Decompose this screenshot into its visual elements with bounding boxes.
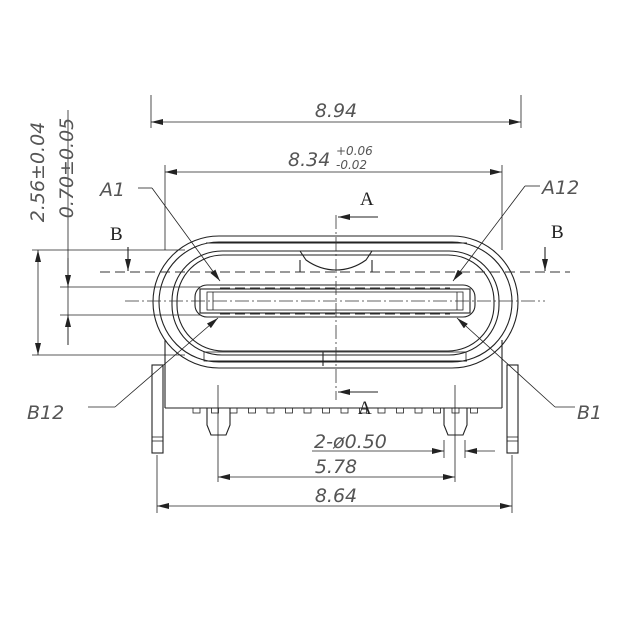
peg-diameter-label: 2-ø0.50 <box>314 431 387 453</box>
pin-a1-label: A1 <box>98 179 125 201</box>
pin-callouts: A1 A12 B12 B1 <box>27 177 602 424</box>
smt-pin <box>359 407 367 414</box>
opening-tol-minus: -0.02 <box>336 158 367 172</box>
shell <box>152 235 519 369</box>
smt-pin <box>211 407 219 414</box>
dim-8-34: 8.34 +0.06 -0.02 <box>164 144 503 250</box>
smt-pin <box>414 407 423 414</box>
smt-pin <box>340 407 349 414</box>
section-a-top-label: A <box>360 189 374 210</box>
pin-b12-label: B12 <box>27 402 64 424</box>
tongue-thickness-label: 0.70±0.05 <box>56 118 78 219</box>
smt-pin <box>377 407 386 414</box>
pin-a12-label: A12 <box>540 177 579 199</box>
smt-pin <box>192 407 201 414</box>
smt-pin <box>451 407 460 414</box>
smt-pin <box>470 407 478 414</box>
section-b-right-label: B <box>551 222 564 243</box>
tongue <box>125 284 545 318</box>
smt-pin <box>229 407 238 414</box>
leg-spacing-label: 8.64 <box>315 485 357 507</box>
smt-pin <box>285 407 293 414</box>
opening-width-label: 8.34 <box>288 149 330 171</box>
dim-vertical: 2.56±0.04 0.70±0.05 <box>27 110 200 356</box>
smt-pin <box>433 407 441 414</box>
section-markers: A A B B <box>100 189 570 419</box>
opening-tol-plus: +0.06 <box>336 144 373 158</box>
smt-pin <box>266 407 275 414</box>
smt-pin <box>248 407 256 414</box>
overall-width-label: 8.94 <box>315 100 357 122</box>
height-label: 2.56±0.04 <box>27 122 49 223</box>
peg-spacing-label: 5.78 <box>315 456 357 478</box>
dim-8-94: 8.94 <box>150 95 522 128</box>
smt-pin <box>322 407 330 414</box>
smt-pin <box>303 407 312 414</box>
section-b-left-label: B <box>110 224 123 245</box>
dim-bottom: 2-ø0.50 5.78 8.64 <box>157 431 512 509</box>
body-bottom <box>151 340 519 513</box>
pin-b1-label: B1 <box>577 402 602 424</box>
smt-pin <box>396 407 404 414</box>
